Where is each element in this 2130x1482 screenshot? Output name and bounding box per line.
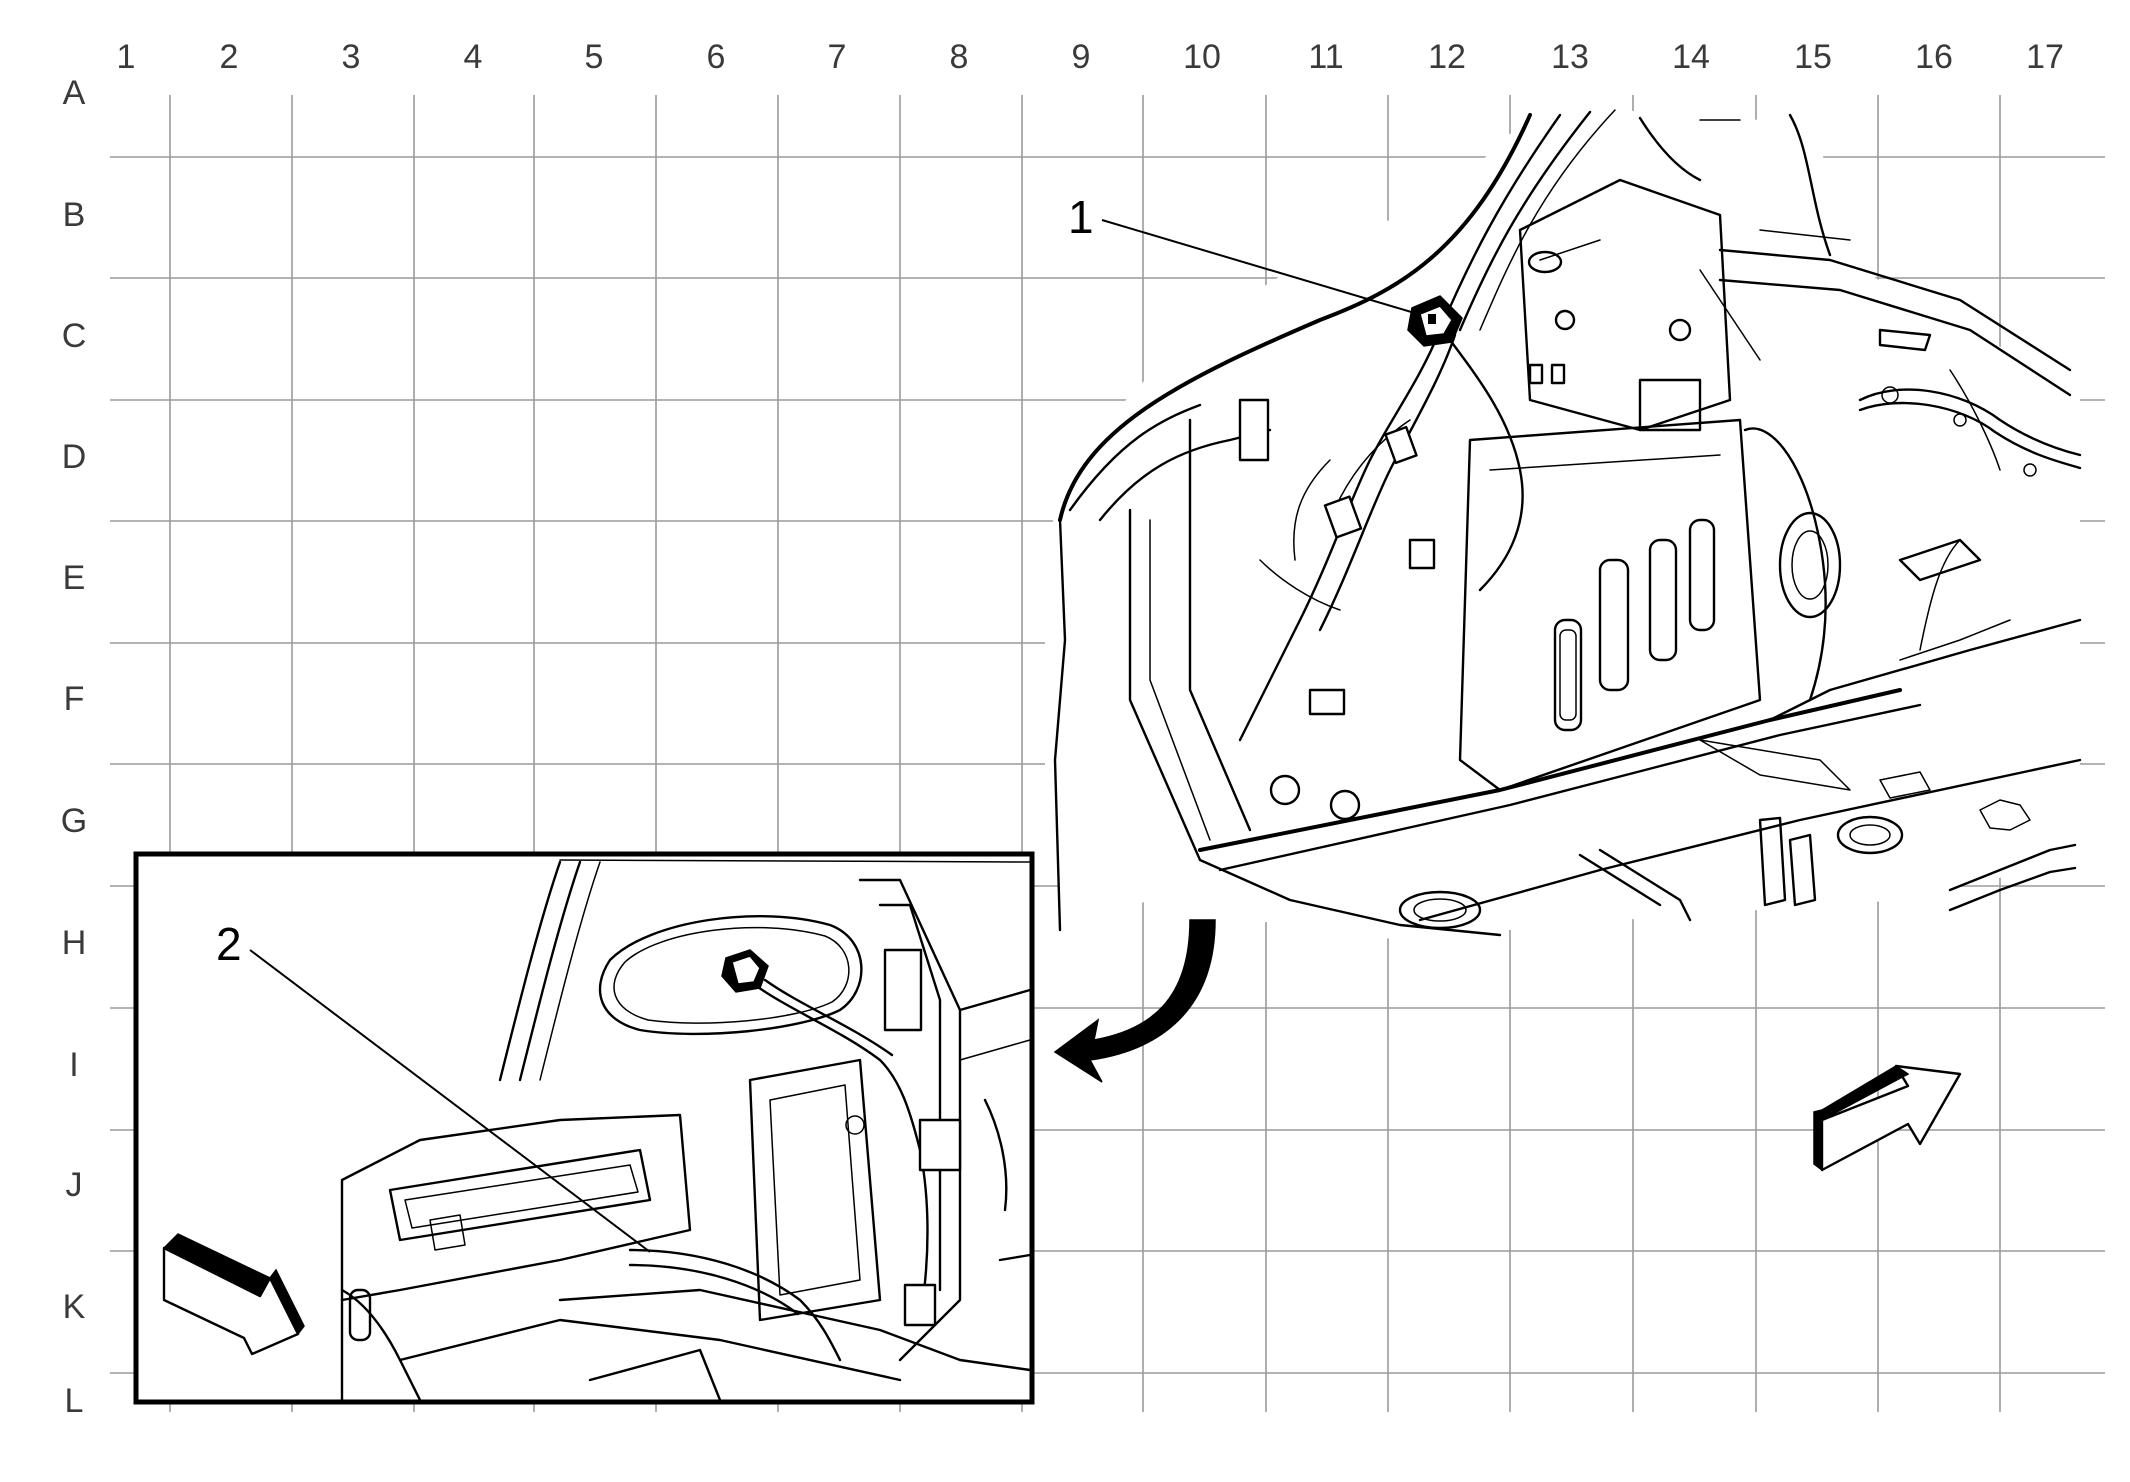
callout-1-label: 1 [1068, 191, 1094, 243]
row-label: L [65, 1382, 84, 1420]
column-label: 8 [950, 38, 969, 76]
column-label: 5 [585, 38, 604, 76]
column-label: 2 [220, 38, 239, 76]
row-label: G [61, 802, 87, 840]
row-label: D [62, 438, 87, 476]
row-label: C [62, 317, 87, 355]
connector-1-icon [1407, 295, 1463, 347]
callout-2-label: 2 [216, 918, 242, 970]
main-vehicle-interior-drawing [1040, 109, 2082, 940]
column-label: 10 [1183, 38, 1221, 76]
column-label: 16 [1915, 38, 1953, 76]
callout-1: 1 [1068, 191, 1419, 315]
curved-arrow-icon [1053, 919, 1216, 1083]
column-label: 14 [1672, 38, 1710, 76]
column-label: 9 [1072, 38, 1091, 76]
inset-direction-arrow-icon [162, 1233, 305, 1356]
column-label: 15 [1794, 38, 1832, 76]
column-label: 11 [1308, 38, 1343, 76]
row-label: K [63, 1288, 86, 1326]
row-label: H [62, 924, 87, 962]
row-label: F [64, 680, 85, 718]
direction-arrow-icon [1813, 1064, 1962, 1172]
column-label: 6 [707, 38, 726, 76]
row-label: J [66, 1166, 83, 1204]
column-label: 3 [342, 38, 361, 76]
row-label: A [63, 74, 86, 112]
inset-detail-view [133, 851, 1035, 1405]
column-label: 17 [2026, 38, 2064, 76]
row-label: E [63, 559, 86, 597]
column-label: 13 [1551, 38, 1589, 76]
column-label: 12 [1428, 38, 1466, 76]
row-label: B [63, 196, 86, 234]
column-label: 7 [828, 38, 847, 76]
column-label: 1 [117, 38, 136, 76]
row-label: I [69, 1046, 78, 1084]
column-label: 4 [464, 38, 483, 76]
row-labels: A B C D E F G H I J K L [61, 74, 87, 1420]
callout-2: 2 [216, 918, 651, 1253]
